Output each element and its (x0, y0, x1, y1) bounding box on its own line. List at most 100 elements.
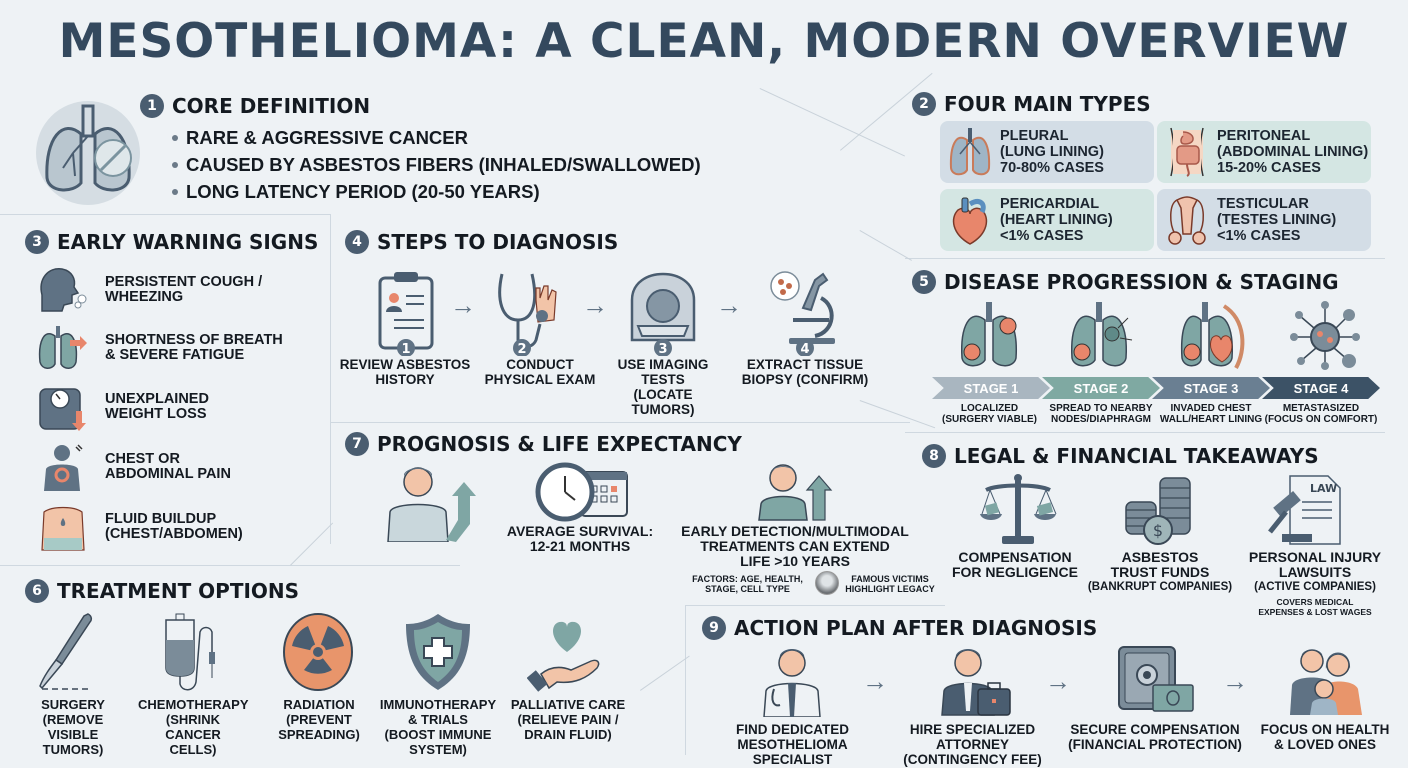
section-title-legal: 8 LEGAL & FINANCIAL TAKEAWAYS (922, 444, 1319, 468)
divider (0, 565, 460, 566)
list-item: RARE & AGGRESSIVE CANCER (172, 124, 701, 151)
section-title-diagnosis: 4 STEPS TO DIAGNOSIS (345, 230, 618, 254)
average-survival-text: AVERAGE SURVIVAL:12-21 MONTHS (506, 523, 654, 554)
stage-chevron-4: STAGE 4 (1262, 377, 1380, 399)
svg-text:4: 4 (800, 342, 809, 356)
type-card-pleural: PLEURAL (LUNG LINING) 70-80% CASES (940, 121, 1154, 183)
connector-line (640, 655, 690, 691)
bullet-icon (172, 134, 178, 141)
list-item: LONG LATENCY PERIOD (20-50 YEARS) (172, 178, 701, 205)
section-title-warning-signs: 3 EARLY WARNING SIGNS (25, 230, 318, 254)
treatment-label: PALLIATIVE CARE(RELIEVE PAIN /DRAIN FLUI… (510, 697, 626, 742)
safe-money-icon (1117, 645, 1197, 717)
scales-icon (978, 474, 1058, 546)
section-number-badge: 7 (345, 432, 369, 456)
clipboard-icon: 1 (376, 270, 436, 356)
abdomen-icon (1170, 127, 1204, 177)
heart-hand-icon (527, 612, 607, 692)
section-number-badge: 9 (702, 616, 726, 640)
arrow-right-icon: → (862, 666, 888, 696)
type-name: PERICARDIAL (1000, 196, 1100, 212)
section-title-four-types: 2 FOUR MAIN TYPES (912, 92, 1151, 116)
ct-scanner-icon: 3 (628, 270, 698, 356)
connector-line (290, 522, 334, 566)
section-number-badge: 4 (345, 230, 369, 254)
type-share: 15-20% CASES (1217, 160, 1321, 176)
action-step-label: FOCUS ON HEALTH& LOVED ONES (1260, 722, 1390, 752)
famous-victim-portrait (815, 571, 839, 595)
type-card-pericardial: PERICARDIAL (HEART LINING) <1% CASES (940, 189, 1154, 251)
coins-icon: $ (1124, 474, 1194, 546)
arrow-right-icon: → (450, 290, 476, 320)
scale-icon (38, 383, 88, 433)
gavel-law-icon: LAW (1266, 474, 1346, 546)
stage-description: LOCALIZED(SURGERY VIABLE) (941, 403, 1037, 425)
doctor-icon (760, 645, 824, 717)
type-name: TESTICULAR (1217, 196, 1309, 212)
type-location: (HEART LINING) (1000, 212, 1113, 228)
divider (0, 214, 330, 215)
scalpel-icon (38, 612, 94, 692)
cough-icon (38, 265, 88, 313)
stage2-lungs-icon (1068, 300, 1134, 370)
iv-bag-icon (160, 612, 232, 692)
type-share: <1% CASES (1217, 228, 1301, 244)
type-card-peritoneal: PERITONEAL (ABDOMINAL LINING) 15-20% CAS… (1157, 121, 1371, 183)
action-step-label: SECURE COMPENSATION(FINANCIAL PROTECTION… (1068, 722, 1242, 752)
bullet-icon (172, 188, 178, 195)
clock-calendar-icon (535, 462, 630, 522)
stage-chevron-1: STAGE 1 (932, 377, 1050, 399)
section-title-prognosis: 7 PROGNOSIS & LIFE EXPECTANCY (345, 432, 742, 456)
connector-line (859, 400, 936, 429)
section-number-badge: 8 (922, 444, 946, 468)
svg-text:$: $ (1153, 521, 1163, 540)
connector-line (859, 230, 912, 261)
section-number-badge: 2 (912, 92, 936, 116)
lungs-icon (949, 128, 991, 176)
section-number-badge: 1 (140, 94, 164, 118)
chest-pain-icon (38, 443, 88, 493)
shield-cross-icon (402, 612, 474, 692)
section-title-core-definition: 1 CORE DEFINITION (140, 94, 370, 118)
type-location: (LUNG LINING) (1000, 144, 1104, 160)
page-title: MESOTHELIOMA: A CLEAN, MODERN OVERVIEW (58, 14, 1350, 69)
microscope-icon: 4 (765, 270, 845, 356)
type-name: PERITONEAL (1217, 128, 1311, 144)
section-title-treatment: 6 TREATMENT OPTIONS (25, 579, 299, 603)
stage-description: METASTASIZED(FOCUS ON COMFORT) (1264, 403, 1378, 425)
lungs-breath-icon (38, 324, 88, 372)
divider (330, 214, 331, 544)
stage1-lungs-icon (958, 300, 1020, 370)
type-name: PLEURAL (1000, 128, 1069, 144)
svg-text:3: 3 (658, 342, 667, 356)
divider (330, 422, 910, 423)
section-number-badge: 5 (912, 270, 936, 294)
heart-icon (952, 197, 988, 245)
testes-icon (1168, 196, 1206, 245)
attorney-icon (940, 645, 1012, 717)
connector-line (759, 88, 906, 157)
svg-text:LAW: LAW (1310, 482, 1337, 495)
divider (905, 432, 1385, 433)
type-share: <1% CASES (1000, 228, 1084, 244)
stage-chevron-2: STAGE 2 (1042, 377, 1160, 399)
section-title-staging: 5 DISEASE PROGRESSION & STAGING (912, 270, 1339, 294)
action-step-label: HIRE SPECIALIZED ATTORNEY(CONTINGENCY FE… (903, 722, 1042, 767)
arrow-right-icon: → (582, 290, 608, 320)
fluid-torso-icon (38, 502, 88, 552)
section-number-badge: 6 (25, 579, 49, 603)
type-card-testicular: TESTICULAR (TESTES LINING) <1% CASES (1157, 189, 1371, 251)
